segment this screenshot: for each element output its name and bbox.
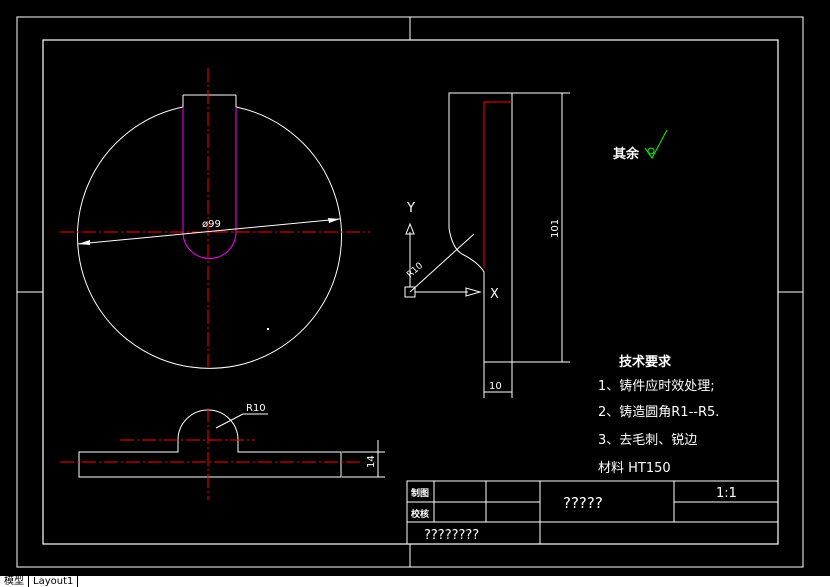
side-view: 101 10 R10	[405, 92, 570, 398]
tech-requirements: 技术要求 1、铸件应时效处理; 2、铸造圆角R1--R5. 3、去毛刺、锐边 材…	[598, 354, 719, 476]
title-block	[406, 480, 779, 545]
radius-leader	[215, 413, 244, 429]
radius-label: R10	[246, 403, 266, 414]
ucs-icon: Y X	[404, 201, 499, 302]
fillet-label: R10	[405, 261, 425, 280]
side-red-edge	[483, 101, 512, 268]
disc-outline	[77, 106, 342, 369]
fillet-leader	[409, 233, 475, 293]
dim-arrow	[328, 218, 340, 223]
tech-item: 1、铸件应时效处理;	[598, 378, 715, 394]
finish-check-icon	[644, 129, 668, 159]
diameter-label: ø99	[202, 219, 221, 230]
y-axis-label: Y	[406, 201, 415, 216]
dot	[267, 328, 269, 330]
tech-item: 2、铸造圆角R1--R5.	[598, 404, 719, 420]
dim-arrow	[78, 240, 90, 245]
diameter-dim-line	[77, 218, 341, 245]
surface-finish-label: 其余	[613, 146, 640, 162]
x-axis-label: X	[490, 287, 499, 302]
base-profile	[78, 409, 342, 478]
tech-title: 技术要求	[619, 354, 672, 370]
height-label: 14	[366, 455, 377, 468]
org-name: ????????	[424, 528, 479, 543]
surface-finish: 其余	[613, 129, 668, 162]
slot-outline	[182, 107, 237, 259]
tech-item: 3、去毛刺、锐边	[598, 433, 697, 448]
checked-by-label: 校核	[411, 508, 429, 520]
slot-top	[182, 94, 237, 107]
bottom-view: R10 14	[60, 403, 385, 500]
tab-layout1[interactable]: Layout1	[29, 576, 79, 587]
length-label: 101	[550, 219, 561, 238]
side-profile	[448, 92, 513, 363]
width-label: 10	[489, 381, 502, 392]
front-view: ø99	[60, 68, 370, 369]
scale-label: 1:1	[716, 486, 737, 501]
frame-center-marks	[17, 17, 803, 567]
material-label: 材料 HT150	[598, 461, 671, 476]
drawn-by-label: 制图	[411, 487, 429, 499]
part-name: ?????	[563, 494, 603, 512]
tab-model[interactable]: 模型	[0, 576, 29, 587]
